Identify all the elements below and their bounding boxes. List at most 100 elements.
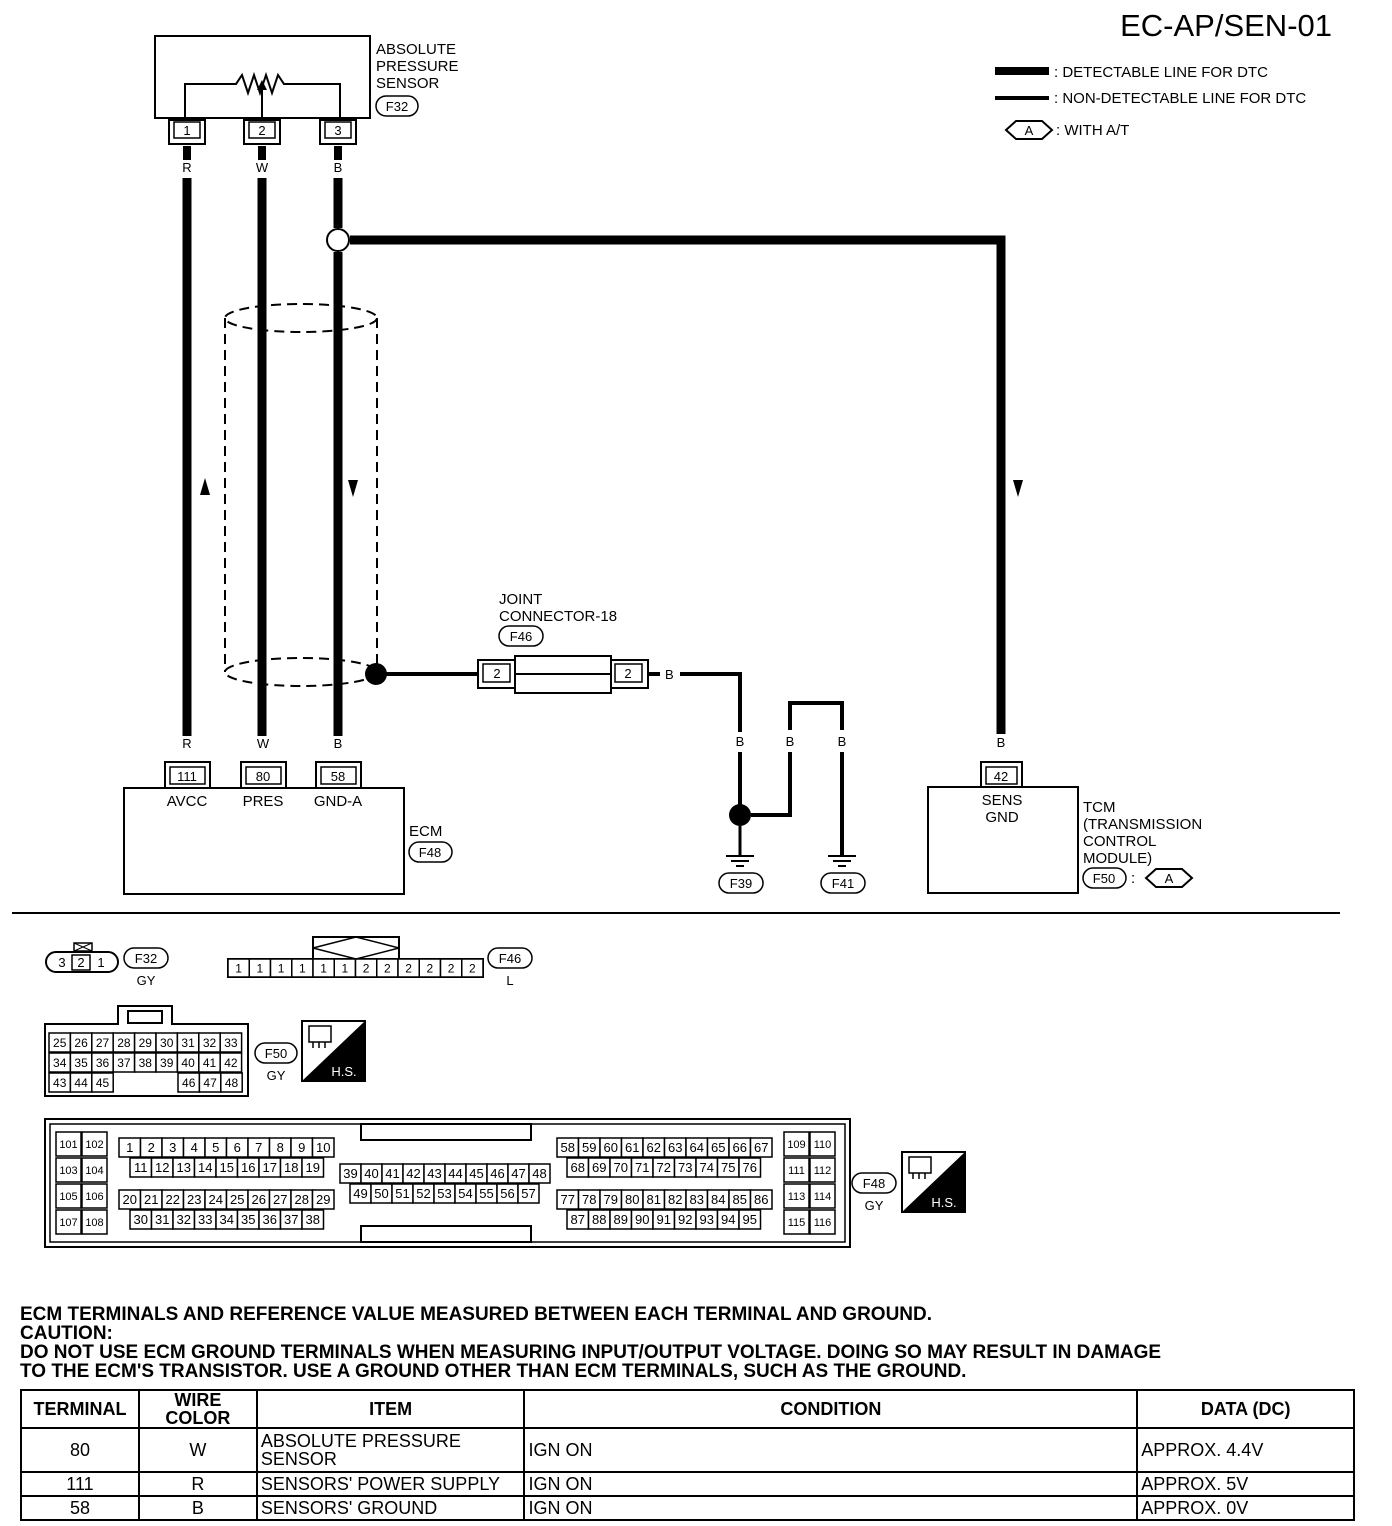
pin-number: 9 [298,1140,305,1155]
pin-number: 68 [571,1160,585,1175]
pin-number: 1 [320,961,327,975]
pin-number: 91 [657,1212,671,1227]
pin-number: 19 [306,1160,320,1175]
pin-number: 17 [263,1160,277,1175]
arrow-up-icon [200,478,210,495]
wire-color-r-top: R [182,160,191,175]
pin-number: 47 [511,1166,525,1181]
reference-table: TERMINAL WIRE COLOR ITEM CONDITION DATA … [20,1389,1355,1521]
pin-number: 84 [711,1192,725,1207]
sensor-connector-badge [375,95,419,117]
arrow-down-icon [348,480,358,497]
pin-number: 45 [469,1166,483,1181]
pin-number: 92 [678,1212,692,1227]
tcm-body [927,786,1079,894]
wire-b-tcm [350,235,1006,734]
pin-number: 20 [123,1192,137,1207]
pin-cell [783,1131,810,1157]
joint-connector: JOINT CONNECTOR-18 F46 2 2 B [477,591,742,732]
row-terminal: 58 [20,1495,140,1521]
shield-wire [224,303,378,687]
pin-number: 28 [117,1036,131,1050]
pin-number: 5 [212,1140,219,1155]
row-wire: W [137,1427,258,1473]
pin-number: 11 [134,1160,148,1175]
f32-pin-1: 1 [97,955,104,970]
pin-number: 14 [198,1160,212,1175]
f50-hs-icon: H.S. [301,1020,366,1082]
ground-f41-label: F41 [832,876,854,891]
ecm-connector-id: F48 [419,845,441,860]
header-wire-color: WIRE COLOR [137,1389,258,1429]
pin-number: 67 [754,1140,768,1155]
pin-number: 87 [571,1212,585,1227]
pin-number: 6 [234,1140,241,1155]
pin-number: 90 [635,1212,649,1227]
wire-color-b-top: B [334,160,343,175]
pin-number: 48 [225,1076,239,1090]
table-row: 58 B SENSORS' GROUND IGN ON APPROX. 0V [20,1495,1355,1521]
f50-face-color: GY [267,1068,286,1083]
row-item-line-1: ABSOLUTE PRESSURE [260,1431,461,1451]
legend: : DETECTABLE LINE FOR DTC : NON-DETECTAB… [995,64,1306,140]
pin-cell [738,1209,762,1230]
pin-cell [219,1052,243,1073]
pin-number: 83 [690,1192,704,1207]
joint-connector-id: F46 [510,629,532,644]
pin-number: 27 [96,1036,110,1050]
pin-number: 49 [353,1186,367,1201]
ecm-pin-80-label: 80 [256,769,270,784]
pin-number: 34 [220,1212,234,1227]
pin-number: 80 [625,1192,639,1207]
row-wire: R [137,1471,258,1497]
joint-name-1: JOINT [499,591,542,608]
pin-number: 4 [191,1140,198,1155]
pin-number: 46 [490,1166,504,1181]
sensor-pin-3-label: 3 [334,123,341,138]
legend-with-at: : WITH A/T [1056,122,1129,139]
ecm-pin-111-label: 111 [177,769,197,784]
pin-number: 103 [59,1165,77,1177]
notes-caution: CAUTION: [20,1323,113,1344]
pin-number: 74 [700,1160,714,1175]
pin-number: 55 [479,1186,493,1201]
detectable-wires [182,146,1023,736]
pin-number: 62 [647,1140,661,1155]
pin-number: 40 [364,1166,378,1181]
tcm-name-2: (TRANSMISSION [1083,816,1202,833]
pin-cell [81,1209,108,1235]
tcm-with-at-symbol: A [1165,871,1174,886]
pin-number: 2 [427,961,434,975]
pin-number: 78 [582,1192,596,1207]
pin-cell [81,1157,108,1183]
connector-face-f32: 3 2 1 F32 GY [45,942,169,988]
wiring-diagram: EC-AP/SEN-01 : DETECTABLE LINE FOR DTC :… [12,8,1340,1248]
pin-number: 18 [284,1160,298,1175]
ecm-pin-gnd-a: GND-A [314,793,362,810]
ecm-pin-avcc: AVCC [167,793,208,810]
tcm-pin-42-label: 42 [994,769,1008,784]
pin-number: 53 [437,1186,451,1201]
tcm-connector-badge [1082,867,1127,889]
ecm-connector-badge [408,841,453,863]
pin-number: 111 [788,1165,805,1177]
non-detectable-line-swatch [995,96,1049,100]
pin-cell [220,1072,243,1093]
pin-number: 25 [230,1192,244,1207]
pin-number: 31 [155,1212,169,1227]
pin-number: 1 [342,961,349,975]
pin-number: 24 [209,1192,223,1207]
pin-number: 105 [59,1191,77,1203]
joint-pin-right-label: 2 [624,666,631,681]
pin-number: 76 [743,1160,757,1175]
pin-number: 106 [85,1191,103,1203]
ground-wire-color-1: B [736,734,745,749]
tcm-name-4: MODULE) [1083,850,1152,867]
pin-number: 48 [532,1166,546,1181]
pin-cell [311,1189,335,1210]
pin-number: 34 [53,1056,67,1070]
pin-number: 31 [181,1036,195,1050]
f48-face-color: GY [865,1198,884,1213]
